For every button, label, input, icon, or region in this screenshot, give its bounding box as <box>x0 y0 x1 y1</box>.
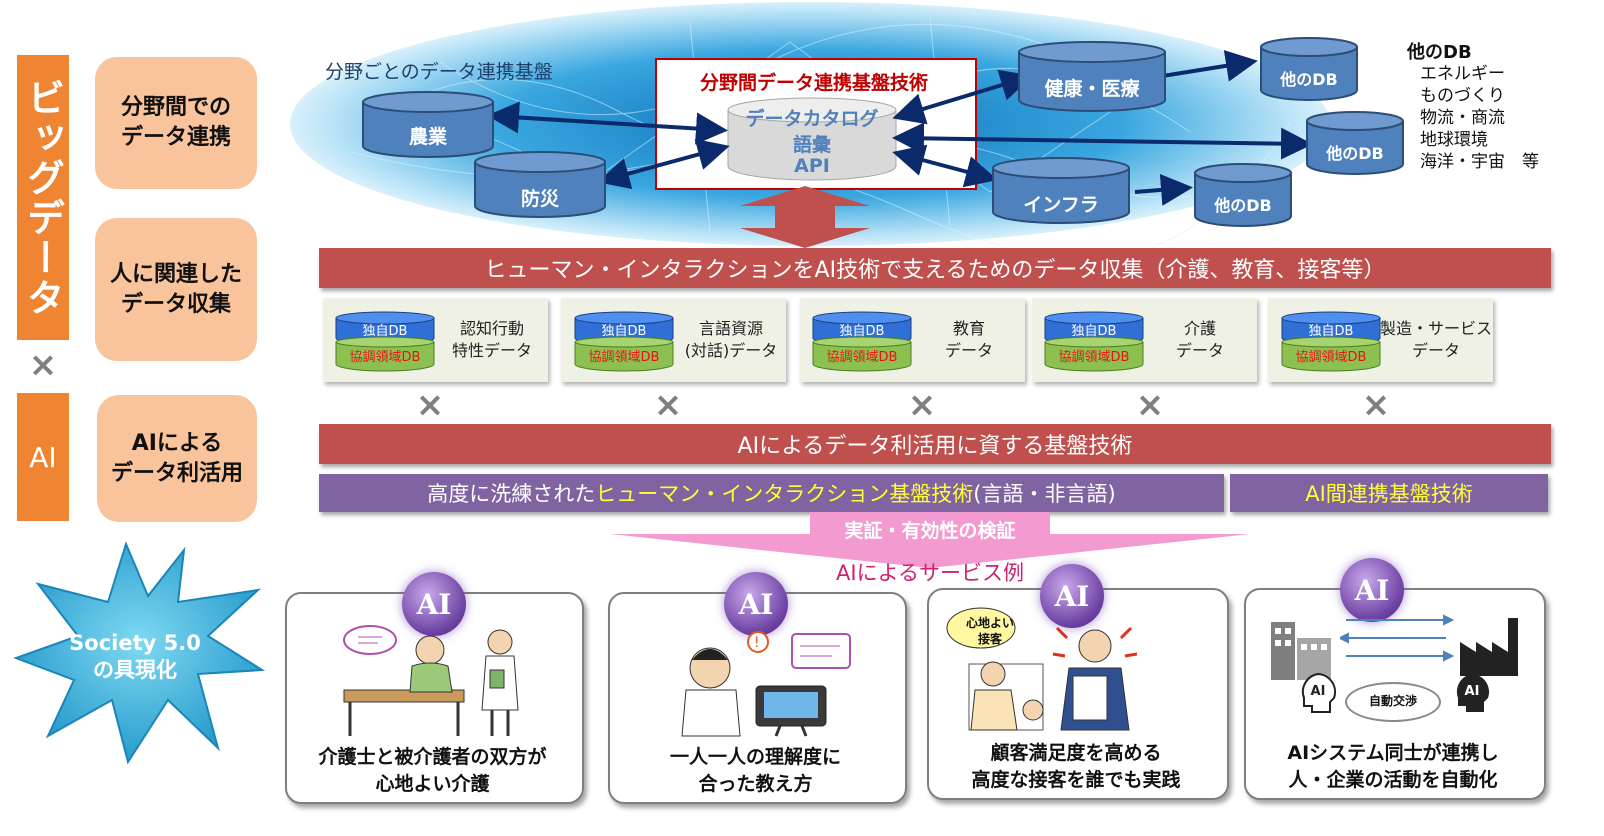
other-db-2-icon <box>1306 111 1404 175</box>
own-db-label: 独自DB <box>839 324 885 339</box>
learner-scene-icon: ! <box>681 631 851 737</box>
core-cylinder-icon <box>727 97 897 181</box>
cross-icon: × <box>1135 385 1165 425</box>
ai-badge-icon: AI <box>402 572 466 636</box>
other-db-list-title: 他のDB <box>1407 42 1472 63</box>
core-item-api: API <box>794 155 830 177</box>
ai-head-right-label: AI <box>1464 684 1480 699</box>
speech-comfort-label: 心地よい 接客 <box>965 616 1014 646</box>
coop-db-label: 協調領域DB <box>349 350 421 365</box>
hospitality-scene-icon <box>946 607 1138 731</box>
services-title: AIによるサービス例 <box>836 561 1024 585</box>
other-db-list: エネルギー ものづくり 物流・商流 地球環境 海洋・宇宙 等 <box>1420 64 1539 173</box>
society-starburst-icon <box>13 541 266 765</box>
verify-label: 実証・有効性の検証 <box>844 520 1016 542</box>
db-agri-label: 農業 <box>408 126 447 148</box>
own-coop-db-icon <box>1281 311 1381 372</box>
box-human-data-collection: 人に関連した データ収集 <box>95 218 257 361</box>
hi-prefix: 高度に洗練された <box>427 482 596 506</box>
society-label: Society 5.0 の具現化 <box>69 631 201 683</box>
coop-db-label: 協調領域DB <box>588 350 660 365</box>
service-card-hospitality-text: 顧客満足度を高める 高度な接客を誰でも実践 <box>971 742 1181 791</box>
coop-db-label: 協調領域DB <box>1295 350 1367 365</box>
core-item-catalog: データカタログ <box>745 108 879 130</box>
cross-icon: × <box>907 385 937 425</box>
other-db-3-icon <box>1194 163 1292 227</box>
db-disaster-label: 防災 <box>520 188 559 210</box>
ai-badge-icon: AI <box>724 572 788 636</box>
own-db-label: 独自DB <box>1308 324 1354 339</box>
db-health-label: 健康・医療 <box>1044 78 1140 100</box>
collection-item-label: 製造・サービス データ <box>1380 319 1493 360</box>
cross-icon: × <box>1361 385 1391 425</box>
collection-item-label: 教育 データ <box>944 319 993 360</box>
ai-label: AI <box>29 440 57 474</box>
auto-negotiation-bubble <box>1345 682 1441 722</box>
ai-head-left-label: AI <box>1310 684 1326 699</box>
auto-negotiation-label: 自動交渉 <box>1368 694 1417 708</box>
db-agri-icon <box>362 91 494 158</box>
cross-icon: × <box>415 385 445 425</box>
own-db-label: 独自DB <box>1071 324 1117 339</box>
db-infra-icon <box>992 157 1130 224</box>
own-coop-db-icon <box>574 311 674 372</box>
hi-highlight: ヒューマン・インタラクション基盤技術 <box>595 482 974 506</box>
ai-badge-icon: AI <box>1340 558 1404 622</box>
factory-icon <box>1460 618 1518 676</box>
box-data-linkage: 分野間での データ連携 <box>95 57 257 189</box>
human-interaction-tech-bar: 高度に洗練されたヒューマン・インタラクション基盤技術(言語・非言語) <box>319 474 1224 512</box>
other-db-1-icon <box>1260 37 1358 101</box>
core-item-vocabulary: 語彙 <box>792 134 831 156</box>
service-card-care-text: 介護士と被介護者の双方が 心地よい介護 <box>318 746 547 795</box>
network-arrows <box>487 49 1310 206</box>
hi-suffix: (言語・非言語) <box>973 482 1116 506</box>
db-disaster-icon <box>474 151 606 218</box>
other-db-3-label: 他のDB <box>1214 196 1272 215</box>
own-db-label: 独自DB <box>362 324 408 339</box>
ai-head-right-icon <box>1456 674 1490 712</box>
other-db-1-label: 他のDB <box>1280 70 1338 89</box>
platform-label: 分野ごとのデータ連携基盤 <box>325 61 553 83</box>
service-card-education-text: 一人一人の理解度に 合った教え方 <box>669 746 841 795</box>
service-card-ai-link-text: AIシステム同士が連携し 人・企業の活動を自動化 <box>1287 742 1499 791</box>
own-coop-db-icon <box>1044 311 1144 372</box>
db-infra-label: インフラ <box>1023 194 1099 216</box>
left-cross-icon: × <box>28 345 58 385</box>
collection-banner: ヒューマン・インタラクションをAI技術で支えるためのデータ収集（介護、教育、接客… <box>319 248 1551 288</box>
own-coop-db-icon <box>812 311 912 372</box>
coop-db-label: 協調領域DB <box>826 350 898 365</box>
building-icon <box>1271 622 1331 680</box>
cross-icon: × <box>653 385 683 425</box>
ai-link-tech-bar: AI間連携基盤技術 <box>1230 474 1548 512</box>
verify-arrow-icon <box>610 512 1250 568</box>
bigdata-bar: ビッグデータ <box>17 55 69 340</box>
ai-head-left-icon <box>1301 672 1337 713</box>
box-ai-utilization: AIによる データ利活用 <box>97 395 257 522</box>
db-health-icon <box>1018 41 1166 112</box>
exchange-arrows-icon <box>1340 614 1454 662</box>
collection-item-label: 言語資源 (対話)データ <box>684 319 778 360</box>
collection-item-label: 介護 データ <box>1175 319 1224 360</box>
ai-link-label: AI間連携基盤技術 <box>1305 482 1473 506</box>
care-scene-icon <box>343 625 519 736</box>
coop-db-label: 協調領域DB <box>1058 350 1130 365</box>
collection-item-label: 認知行動 特性データ <box>451 319 532 360</box>
core-title: 分野間データ連携基盤技術 <box>699 72 928 94</box>
ai-badge-icon: AI <box>1040 564 1104 628</box>
svg-text:!: ! <box>754 635 760 651</box>
updown-arrow-icon <box>740 186 870 248</box>
tech-banner: AIによるデータ利活用に資する基盤技術 <box>319 424 1551 464</box>
other-db-2-label: 他のDB <box>1326 144 1384 163</box>
own-db-label: 独自DB <box>601 324 647 339</box>
ai-bar: AI <box>17 393 69 521</box>
own-coop-db-icon <box>335 311 435 372</box>
bigdata-label: ビッグデータ <box>20 77 65 318</box>
